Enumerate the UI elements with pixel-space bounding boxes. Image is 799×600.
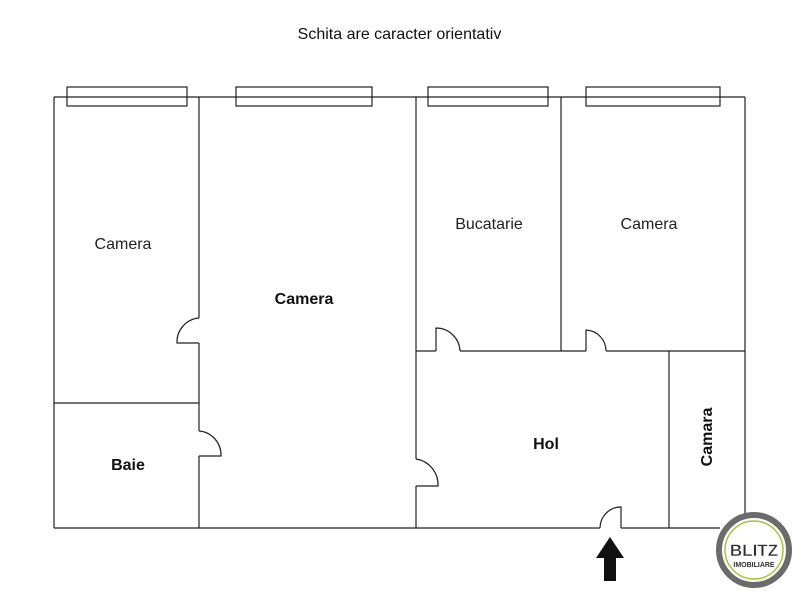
door-camera-center [415,458,439,487]
room-label-camera-center: Camera [275,291,334,308]
room-label-bucatarie: Bucatarie [455,216,523,233]
windows [66,86,721,107]
room-label-camera-left: Camera [95,236,152,253]
room-label-camara: Camara [699,408,716,467]
plan-title: Schita are caracter orientativ [297,26,502,43]
room-label-camera-right: Camera [621,216,678,233]
room-label-baie: Baie [111,457,145,474]
logo-name: BLITZ [730,541,778,560]
door-entrance [599,506,622,529]
walls [53,96,746,529]
door-camera-left [176,317,200,344]
blitz-logo: BLITZ IMOBILIARE [716,512,792,588]
logo-inner-ring [724,520,784,580]
door-baie [198,430,222,457]
door-camera-right [585,329,607,352]
door-bucatarie [435,327,461,352]
entrance-arrow-icon [596,537,624,581]
logo-tagline: IMOBILIARE [733,562,775,569]
room-label-hol: Hol [533,436,559,453]
